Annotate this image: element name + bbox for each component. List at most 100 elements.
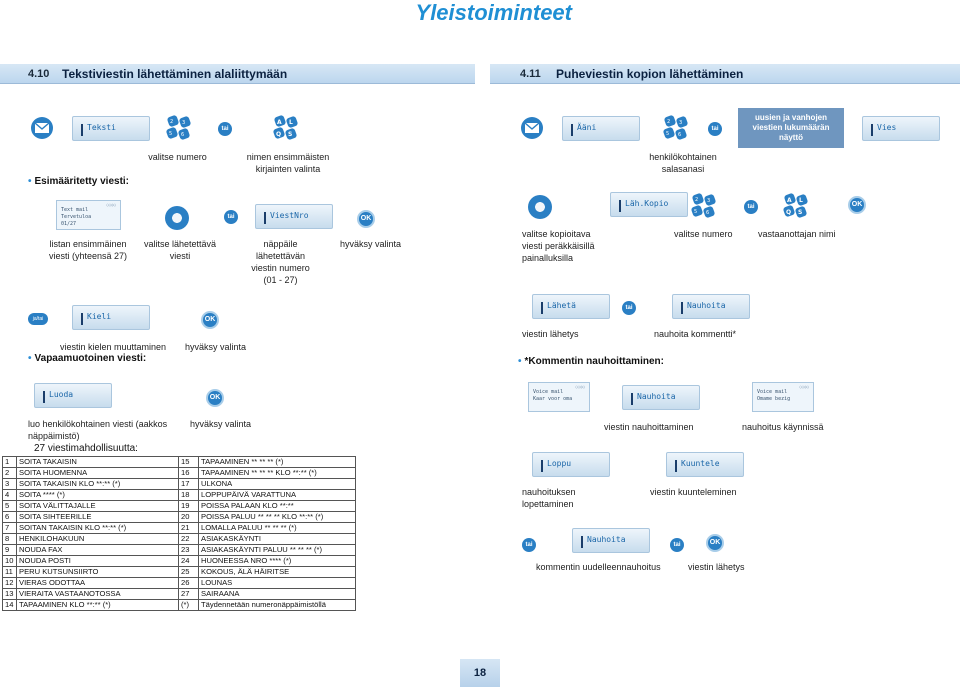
table-cell: SOITA **** (*) [16, 489, 179, 501]
label-hyvaksy: hyväksy valinta [190, 419, 252, 429]
message-count-badge: uusien ja vanhojen viestien lukumäärän n… [738, 108, 844, 148]
table-cell: 14 [2, 599, 17, 611]
svg-text:A: A [787, 197, 792, 204]
display-key-aani[interactable]: Ääni [562, 116, 640, 141]
table-cell: ASIAKASKÄYNTI [198, 533, 356, 545]
table-cell: 12 [2, 577, 17, 589]
page-number: 18 [460, 659, 500, 687]
table-cell: TAPAAMINEN ** ** ** (*) [198, 456, 356, 468]
navigator-icon[interactable] [528, 195, 552, 219]
table-cell: HENKILOHAKUUN [16, 533, 179, 545]
or-badge: tai [218, 122, 232, 136]
table-cell: 25 [178, 566, 199, 578]
bullet-icon: • [518, 356, 522, 367]
table-cell: 16 [178, 467, 199, 479]
table-cell: 4 [2, 489, 17, 501]
display-key-viestnro[interactable]: ViestNro [255, 204, 333, 229]
section-bar-right [490, 64, 960, 84]
table-cell: LOUNAS [198, 577, 356, 589]
table-cell: 3 [2, 478, 17, 490]
svg-text:6: 6 [706, 210, 709, 216]
table-cell: 15 [178, 456, 199, 468]
table-cell: NOUDA FAX [16, 544, 179, 556]
bullet-icon: • [28, 353, 32, 364]
display-key-kieli[interactable]: Kieli [72, 305, 150, 330]
table-cell: SOITA HUOMENNA [16, 467, 179, 479]
display-key-nauhoita[interactable]: Nauhoita [672, 294, 750, 319]
table-cell: 5 [2, 500, 17, 512]
label-valitse-numero: valitse numero [674, 229, 733, 239]
display-key-vies[interactable]: Vies [862, 116, 940, 141]
label-kommentin-uudelleen: kommentin uudelleennauhoitus [536, 562, 661, 572]
page-title: Yleistoiminteet [415, 0, 572, 25]
table-cell: 21 [178, 522, 199, 534]
or-badge: tai [224, 210, 238, 224]
display-key-nauhoita[interactable]: Nauhoita [572, 528, 650, 553]
table-cell: LOPPUPÄIVÄ VARATTUNA [198, 489, 356, 501]
table-cell: 23 [178, 544, 199, 556]
table-cell: 20 [178, 511, 199, 523]
table-cell: TAPAAMINEN KLO **:** (*) [16, 599, 179, 611]
table-cell: LOMALLA PALUU ** ** ** (*) [198, 522, 356, 534]
table-cell: 1 [2, 456, 17, 468]
envelope-icon[interactable] [30, 116, 54, 140]
ok-key-icon[interactable]: OK [201, 311, 219, 329]
display-key-laheta[interactable]: Lähetä [532, 294, 610, 319]
heading-predefined: •Esimääritetty viesti: [28, 176, 130, 187]
svg-text:L: L [799, 197, 803, 204]
table-cell: 9 [2, 544, 17, 556]
svg-text:S: S [288, 131, 292, 138]
label-nauhoita-kommentti: nauhoita kommentti* [654, 329, 737, 339]
display-key-luoda[interactable]: Luoda [34, 383, 112, 408]
svg-text:L: L [289, 119, 293, 126]
ok-key-icon[interactable]: OK [357, 210, 375, 228]
table-cell: Täydennetään numeronäppäimistöllä [198, 599, 356, 611]
ok-key-icon[interactable]: OK [206, 389, 224, 407]
table-cell: 10 [2, 555, 17, 567]
section-title: Puheviestin kopion lähettäminen [556, 67, 744, 81]
table-cell: (*) [178, 599, 199, 611]
display-key-kuuntele[interactable]: Kuuntele [666, 452, 744, 477]
svg-text:3: 3 [182, 120, 185, 126]
svg-text:A: A [277, 119, 282, 126]
table-cell: SOITA SIHTEERILLE [16, 511, 179, 523]
table-cell: 2 [2, 467, 17, 479]
table-cell: 22 [178, 533, 199, 545]
bullet-icon: • [28, 176, 32, 187]
label-valitse-lahetettava: valitse lähetettävä viesti [143, 239, 217, 261]
section-number: 4.10 [28, 68, 50, 80]
label-valitse-numero: valitse numero [148, 152, 207, 162]
table-cell: NOUDA POSTI [16, 555, 179, 567]
ok-key-icon[interactable]: OK [706, 534, 724, 552]
or-badge: tai [522, 538, 536, 552]
navigator-icon[interactable] [165, 206, 189, 230]
section-bar-left [0, 64, 475, 84]
display-key-loppu[interactable]: Loppu [532, 452, 610, 477]
table-cell: KOKOUS, ÄLÄ HÄIRITSE [198, 566, 356, 578]
or-badge: tai [744, 200, 758, 214]
ok-key-icon[interactable]: OK [848, 196, 866, 214]
display-key-lahkopio[interactable]: Läh.Kopio [610, 192, 688, 217]
label-viestin-lahetys: viestin lähetys [688, 562, 745, 572]
section-title: Tekstiviestin lähettäminen alaliittymään [62, 67, 288, 81]
envelope-icon[interactable] [520, 116, 544, 140]
svg-text:5: 5 [169, 131, 172, 137]
label-kieli: viestin kielen muuttaminen [60, 342, 167, 352]
label-vastaanottajan: vastaanottajan nimi [758, 229, 836, 239]
display-key-teksti[interactable]: Teksti [72, 116, 150, 141]
or-badge: tai [622, 301, 636, 315]
table-cell: 19 [178, 500, 199, 512]
label-nappaile: näppäile lähetettävän viestin numero (01… [251, 239, 310, 285]
display-key-nauhoita[interactable]: Nauhoita [622, 385, 700, 410]
